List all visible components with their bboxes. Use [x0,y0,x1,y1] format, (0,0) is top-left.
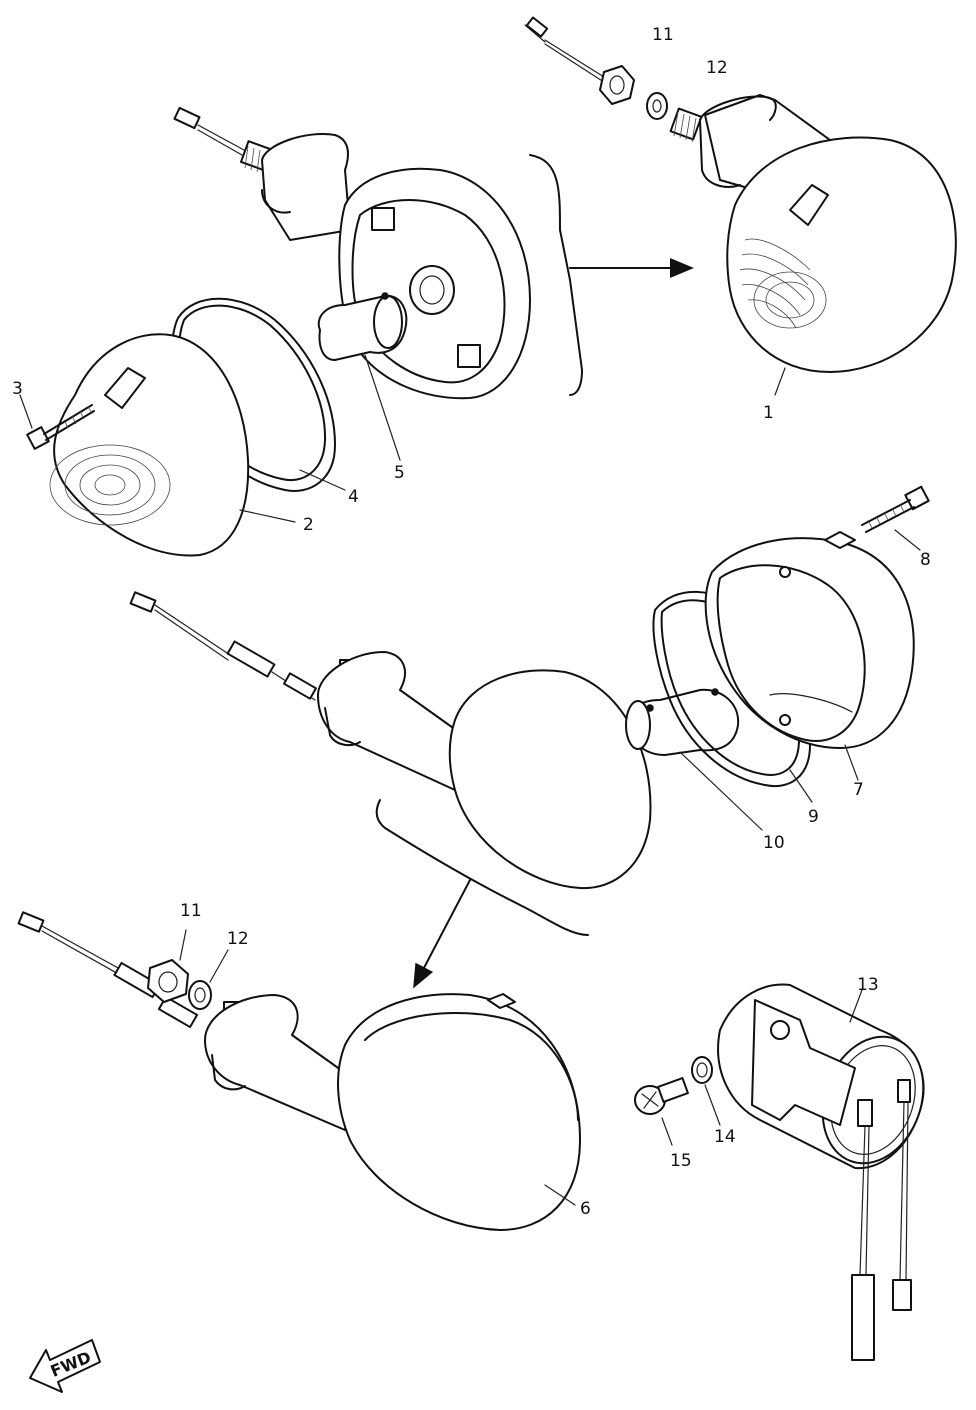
forward-direction-indicator: FWD [29,1339,101,1393]
callout-6: 6 [580,1199,591,1219]
callout-11-top: 11 [652,25,674,45]
callout-9: 9 [808,807,819,827]
callout-4: 4 [348,487,359,507]
lens-ribs-1 [739,238,827,329]
assembly-bracket-middle [375,799,589,989]
flasher-relay [634,983,925,1361]
callout-11-bottom: 11 [180,901,202,921]
flasher-exploded-rear-left [19,106,531,557]
callout-1: 1 [763,403,774,423]
callout-13: 13 [857,975,879,995]
flasher-exploded-front [129,485,930,890]
callout-12-top: 12 [706,58,728,78]
callout-labels: 1 2 3 4 5 6 7 8 9 10 11 12 11 12 13 14 1… [12,25,931,1219]
flasher-assembly-front [17,911,581,1231]
callout-14: 14 [714,1127,736,1147]
callout-10: 10 [763,833,785,853]
callout-2: 2 [303,515,314,535]
callout-12-bottom: 12 [227,929,249,949]
lens-ribs-2 [49,444,171,526]
flasher-assembly-rear-right [524,16,957,396]
callout-15: 15 [670,1151,692,1171]
callout-3: 3 [12,379,23,399]
callout-8: 8 [920,550,931,570]
assembly-bracket-top [529,154,694,396]
callout-7: 7 [853,780,864,800]
callout-5: 5 [394,463,405,483]
